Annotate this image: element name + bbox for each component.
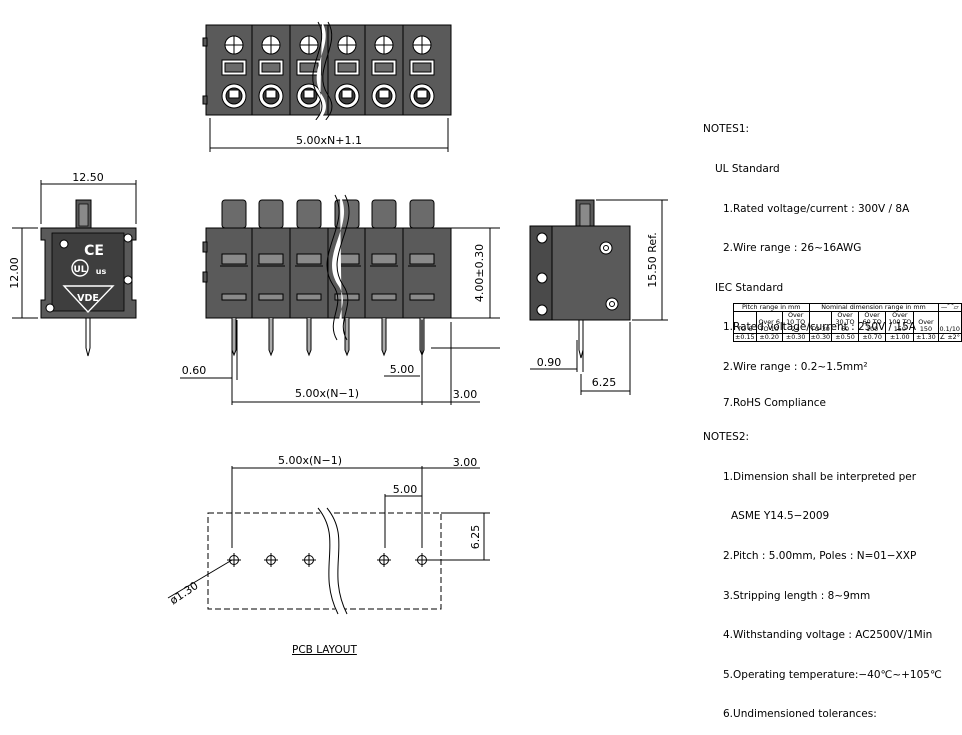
front-terminal-unit [402, 199, 436, 357]
pcb-layout-title: PCB LAYOUT [292, 644, 357, 656]
dim-top-width: 5.00xN+1.1 [296, 134, 362, 147]
tol-pitch-col: Over 10 TO 24 [781, 311, 810, 334]
tol-pitch-value: ±0.20 [755, 333, 783, 342]
ul-note-1: 1.Rated voltage/current : 300V / 8A [723, 202, 910, 215]
dim-pin-width: 0.60 [182, 364, 207, 377]
note2-3: 3.Stripping length : 8~9mm [723, 589, 871, 602]
vde-mark: VDE [77, 293, 99, 304]
tol-pitch-value: ±0.30 [781, 333, 810, 342]
dim-pcb-pitch: 5.00 [393, 483, 418, 496]
pcb-outline [207, 512, 442, 610]
front-view: 4.00±0.30 0.60 5.00 5.00x(N−1) 3.00 [180, 194, 500, 405]
side-view: 12.50 12.00 CE UL us VDE [8, 171, 137, 357]
note2-1a: 1.Dimension shall be interpreted per [723, 470, 917, 483]
tol-nominal-value: ±0.70 [857, 333, 887, 342]
tol-nominal-value: ±0.30 [808, 333, 833, 342]
tol-angle-cell: ∠ ±2° [937, 333, 962, 342]
note2-1b: ASME Y14.5−2009 [731, 510, 830, 523]
front-view-units [202, 199, 436, 357]
top-terminal-unit [221, 35, 247, 109]
tol-flat-value: 0.1/10 [937, 311, 962, 334]
front-terminal-unit [289, 199, 323, 357]
tol-nominal-value: ±1.00 [885, 333, 915, 342]
ul-logo: UL [73, 265, 86, 275]
pcb-hole [377, 553, 391, 567]
dim-pcb-hole-offset: 6.25 [469, 525, 482, 550]
tol-pitch-col: TO 6 [733, 311, 757, 334]
front-terminal-unit [220, 199, 248, 357]
top-terminal-unit [251, 25, 284, 115]
dim-span-front: 5.00x(N−1) [295, 387, 359, 400]
note2-5: 5.Operating temperature:−40℃~+105℃ [723, 668, 942, 681]
ul-standard-title: UL Standard [715, 163, 780, 176]
tol-nominal-col: Over 150 [913, 311, 939, 334]
iec-standard-title: IEC Standard [715, 281, 784, 294]
dim-side-height: 12.00 [8, 257, 21, 289]
ul-note-2: 2.Wire range : 26~16AWG [723, 242, 862, 255]
technical-drawing: 5.00xN+1.1 12.50 12.00 CE UL us VDE [8, 21, 668, 617]
note2-2: 2.Pitch : 5.00mm, Poles : N=01−XXP [723, 549, 917, 562]
dim-pcb-span: 5.00x(N−1) [278, 454, 342, 467]
dim-pcb-offset: 3.00 [453, 456, 478, 469]
tolerance-table: Pitch range in mm Nominal dimension rang… [733, 303, 962, 342]
dim-pitch-front: 5.00 [390, 363, 415, 376]
top-view-units [221, 25, 435, 115]
top-terminal-unit [289, 25, 322, 115]
dim-pcb-hole-dia: ø1.30 [167, 579, 200, 607]
dim-front-height: 4.00±0.30 [473, 244, 486, 302]
top-view: 5.00xN+1.1 [202, 21, 452, 152]
dim-offset-front: 3.00 [453, 388, 478, 401]
top-terminal-unit [402, 25, 435, 115]
tol-flat-header: —⌒▱ [937, 303, 962, 312]
ce-mark: CE [84, 243, 104, 259]
notes2-title: NOTES2: [703, 431, 750, 444]
note2-7: 7.RoHS Compliance [723, 397, 826, 410]
front-terminal-unit [251, 199, 285, 357]
dim-right-height: 15.50 Ref. [646, 232, 659, 287]
ul-mark: us [96, 267, 107, 276]
tol-nominal-col: Over 30 TO 60 [831, 311, 859, 334]
note2-6: 6.Undimensioned tolerances: [723, 708, 877, 721]
pcb-holes [227, 553, 429, 567]
dim-pin-right: 0.90 [537, 356, 562, 369]
notes1-title: NOTES1: [703, 123, 750, 136]
right-view: 15.50 Ref. 0.90 6.25 [529, 199, 668, 395]
tol-nominal-col: Over 100 TO 150 [885, 311, 915, 334]
tol-pitch-value: ±0.15 [733, 333, 757, 342]
pcb-hole [302, 553, 316, 567]
angle-symbol: ∠ [939, 333, 946, 341]
tol-pitch-col: Over 6 TO 10 [755, 311, 783, 334]
note2-7-block: 7.RoHS Compliance [703, 371, 826, 424]
dim-side-width: 12.50 [72, 171, 104, 184]
iec-note-2: 2.Wire range : 0.2~1.5mm² [723, 361, 868, 374]
tol-nominal-col: TO 30 [808, 311, 833, 334]
tol-nominal-value: ±1.30 [913, 333, 939, 342]
front-terminal-unit [364, 199, 398, 357]
tol-nominal-value: ±0.50 [831, 333, 859, 342]
top-terminal-unit [364, 25, 397, 115]
note2-4: 4.Withstanding voltage : AC2500V/1Min [723, 629, 933, 642]
pcb-hole [227, 553, 241, 567]
pcb-layout: 5.00x(N−1) 3.00 5.00 6.25 ø1.30 [167, 454, 490, 617]
dim-right-offset: 6.25 [592, 376, 617, 389]
tol-nominal-col: Over 60 TO 100 [857, 311, 887, 334]
pcb-hole [264, 553, 278, 567]
top-terminal-unit [327, 25, 360, 115]
tol-angle-value: ±2° [947, 333, 960, 341]
